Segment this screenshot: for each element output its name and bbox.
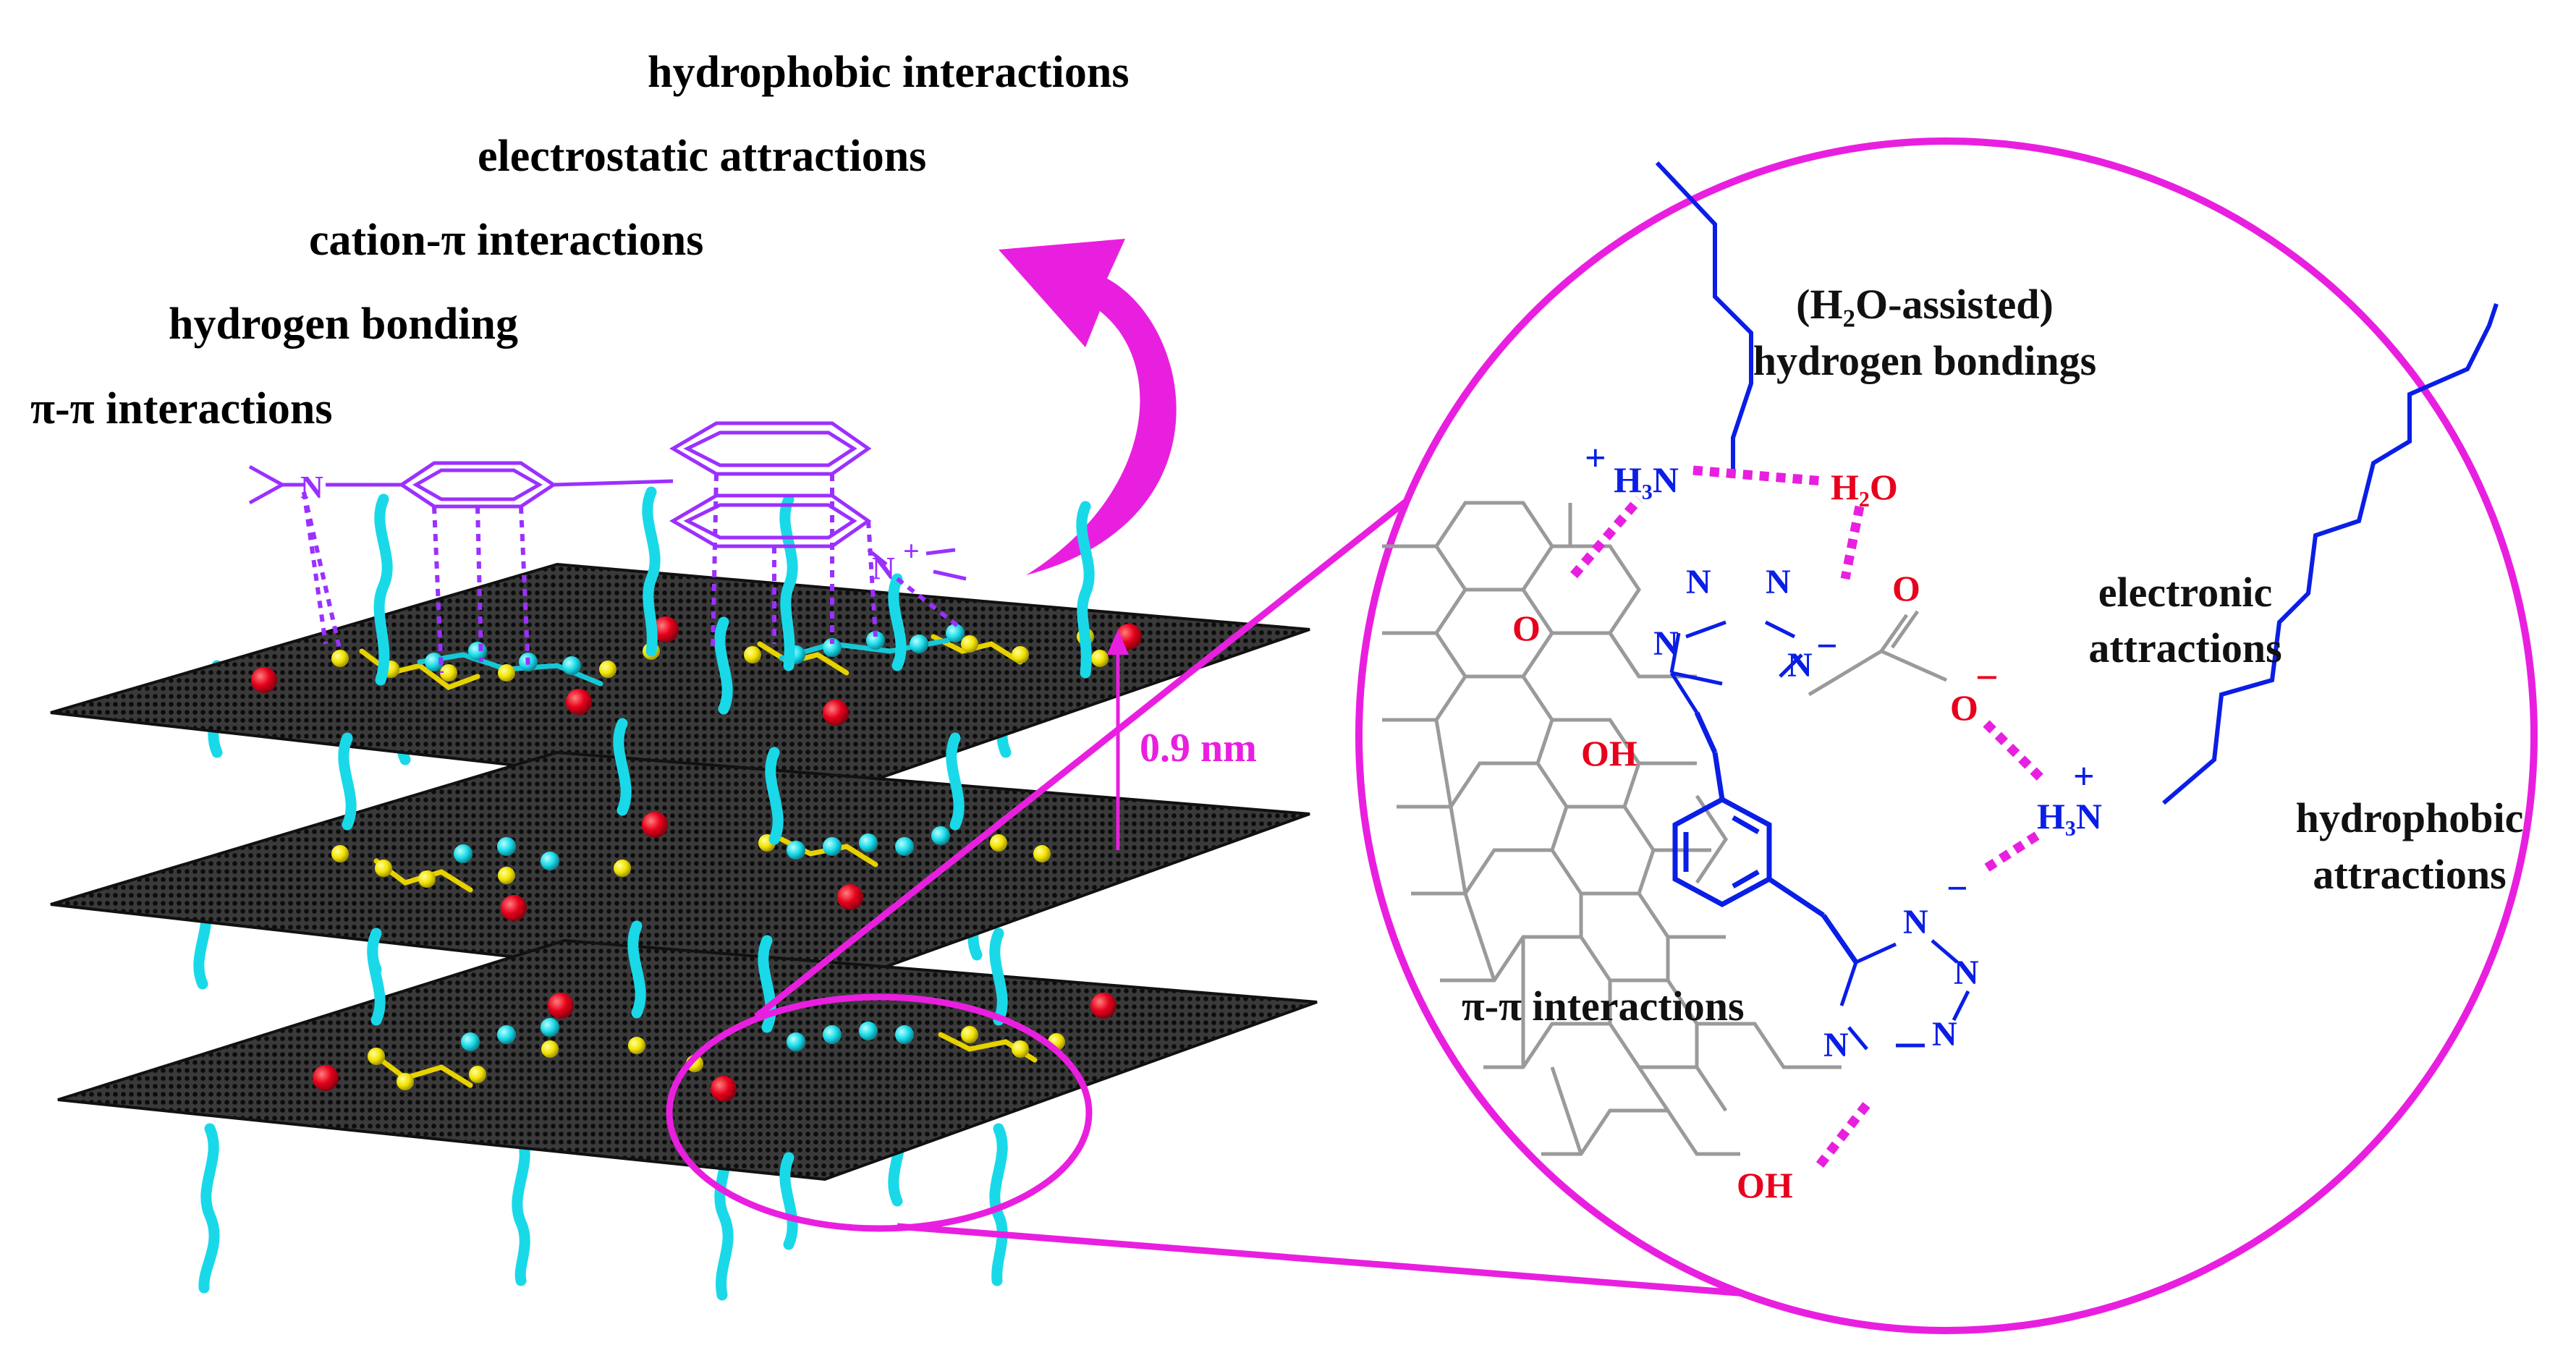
blue-alkyl-chains [1655, 161, 2499, 805]
oh-bottom: OH [1737, 1165, 1793, 1205]
tetrazole-bottom-n-d: N [1823, 1026, 1849, 1064]
tetrazole-top-n-d: N [1787, 646, 1813, 684]
label-hydrophobic: hydrophobic [2296, 794, 2524, 841]
graphene-stack: N N + 0.9 nm [50, 421, 1318, 1301]
tetrazole-bottom [1839, 939, 1970, 1051]
adsorbed-molecules [331, 624, 1109, 1090]
tetrazole-top-n-a: N [1686, 563, 1711, 601]
label-zoom-pi-pi: π-π interactions [1462, 983, 1745, 1030]
zoom-connector [666, 460, 1766, 1299]
label-pi-pi-interactions: π-π interactions [30, 384, 332, 433]
dye-molecules [248, 421, 967, 581]
label-hydrophobic-interactions: hydrophobic interactions [648, 48, 1129, 97]
oxygen-atoms [251, 616, 1142, 1102]
h3n-right-plus: + [2073, 756, 2095, 797]
label-hydrogen-bonding: hydrogen bonding [169, 300, 518, 349]
h3n-top: H₃N [1614, 459, 1679, 500]
carboxylate-group [1808, 610, 1948, 697]
tetrazole-top-n-b: N [1766, 563, 1791, 601]
dye-plus: + [903, 535, 920, 567]
spacing-arrow [1107, 629, 1129, 850]
label-hydrophobic-attractions: attractions [2313, 851, 2506, 898]
oh-middle: OH [1581, 733, 1637, 773]
dye-nitrogen-left: N [300, 470, 323, 505]
carboxylate-oxygen: O [1950, 687, 1978, 728]
tetrazole-top [1669, 620, 1803, 714]
h3n-top-plus: + [1585, 438, 1606, 479]
label-electronic: electronic [2098, 569, 2272, 616]
label-electrostatic-attractions: electrostatic attractions [478, 132, 926, 181]
label-hydrogen-bondings: hydrogen bondings [1753, 337, 2096, 384]
curved-arrow-icon [999, 239, 1177, 575]
zoom-circle: + H₃N H₂O O OH OH O O − + H₃N N N N N − … [1355, 137, 2538, 1334]
tetrazole-top-n-c: N [1653, 624, 1679, 663]
tetrazole-bottom-n-a: N [1903, 903, 1928, 941]
tetrazole-top-minus: − [1816, 626, 1838, 667]
h3n-right: H₃N [2037, 796, 2102, 836]
label-cation-pi-interactions: cation-π interactions [309, 216, 703, 265]
tetrazole-bottom-n-c: N [1932, 1015, 1957, 1053]
graphene-lattice [1382, 501, 1842, 1156]
dye-dotted-drops [302, 473, 964, 674]
hydrogen-bond-lines [1570, 465, 2048, 1168]
label-h2o-assisted: (H₂O-assisted) [1796, 281, 2054, 328]
label-electronic-attractions: attractions [2088, 624, 2281, 671]
water-label: H₂O [1831, 467, 1898, 507]
zoom-source-circle [666, 993, 1093, 1232]
interaction-list: hydrophobic interactions electrostatic a… [30, 48, 1129, 433]
benzene-ring [1672, 711, 1858, 964]
tetrazole-bottom-minus: − [1946, 868, 1968, 909]
cyan-chains-front [338, 486, 1095, 1250]
tetrazole-bottom-n-b: N [1954, 954, 1979, 992]
dye-nitrogen-right: N [872, 551, 895, 586]
carboxylate-minus: − [1975, 655, 1999, 700]
carbonyl-oxygen: O [1892, 568, 1920, 608]
spacing-label: 0.9 nm [1140, 726, 1257, 771]
epoxide-oxygen: O [1512, 608, 1541, 648]
